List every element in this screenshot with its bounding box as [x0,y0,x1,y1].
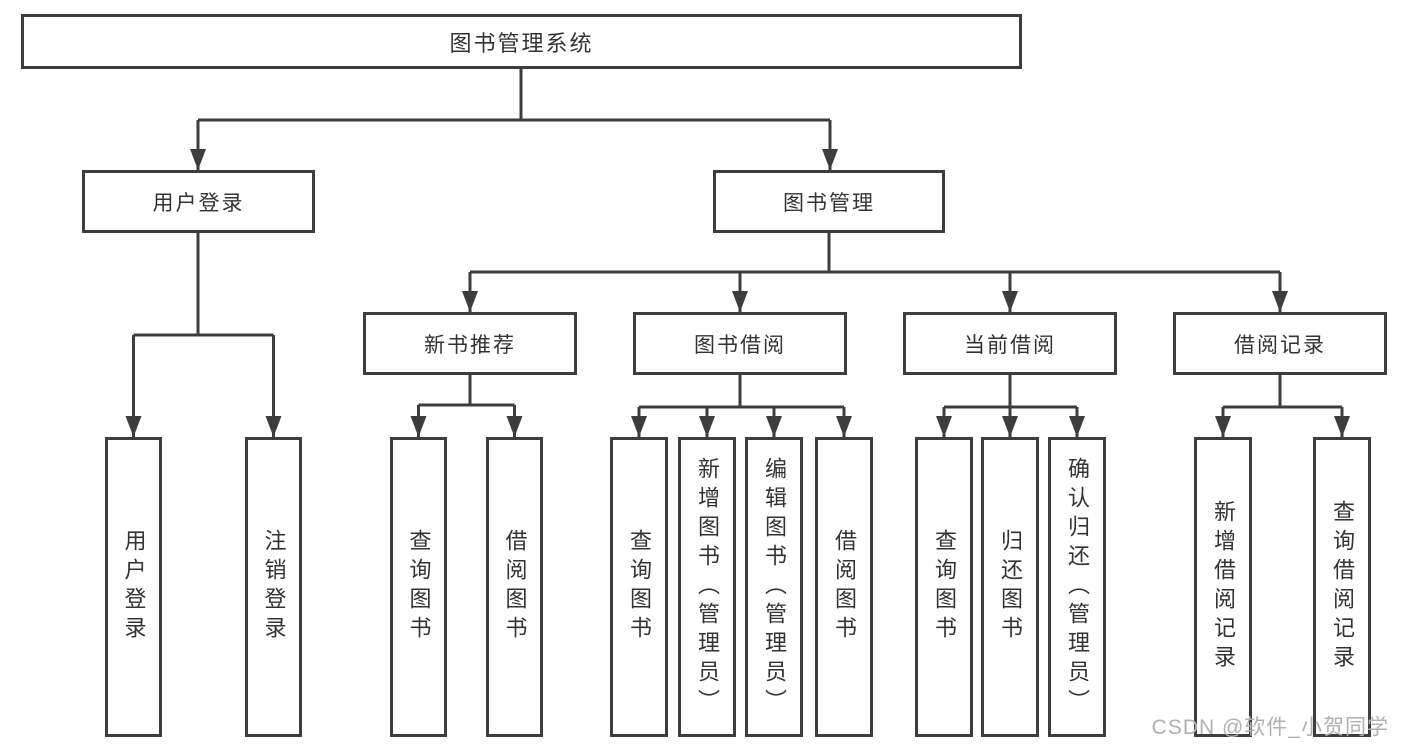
node-label: 编辑图书（管理员） [762,456,787,718]
leaf-user-login: 用户登录 [105,437,162,737]
node-label: 新书推荐 [424,333,516,357]
leaf-edit-book-admin: 编辑图书（管理员） [745,437,803,737]
node-label: 查询图书 [932,529,957,645]
leaf-query-borrow-record: 查询借阅记录 [1313,437,1371,737]
node-book-management: 图书管理 [713,170,945,233]
leaf-confirm-return-admin: 确认归还（管理员） [1048,437,1106,737]
node-current-borrowing: 当前借阅 [903,312,1117,375]
node-label: 注销登录 [261,529,287,645]
node-label: 图书管理系统 [449,30,594,56]
leaf-borrow-books-1: 借阅图书 [486,437,543,737]
csdn-watermark: CSDN @软件_小贺同学 [1151,716,1389,739]
leaf-query-books-3: 查询图书 [915,437,973,737]
node-label: 借阅图书 [832,529,857,645]
node-label: 查询图书 [627,529,652,645]
node-library-management-system: 图书管理系统 [21,14,1022,69]
leaf-query-books-2: 查询图书 [610,437,668,737]
node-user-login: 用户登录 [82,170,315,233]
node-label: 用户登录 [152,191,245,215]
leaf-return-book: 归还图书 [981,437,1039,737]
node-label: 图书借阅 [694,333,786,357]
connectors [125,69,1350,437]
node-label: 当前借阅 [964,333,1056,357]
leaf-logout: 注销登录 [245,437,302,737]
leaf-add-book-admin: 新增图书（管理员） [678,437,736,737]
node-new-book-recommendation: 新书推荐 [363,312,577,375]
leaf-add-borrow-record: 新增借阅记录 [1194,437,1252,737]
node-book-borrowing: 图书借阅 [633,312,847,375]
node-label: 新增图书（管理员） [695,456,720,718]
node-label: 查询图书 [406,529,432,645]
leaf-query-books-1: 查询图书 [390,437,447,737]
node-label: 归还图书 [998,529,1023,645]
leaf-borrow-books-2: 借阅图书 [815,437,873,737]
node-label: 图书管理 [783,191,875,215]
node-label: 确认归还（管理员） [1065,456,1090,718]
node-label: 借阅记录 [1234,333,1326,357]
node-label: 查询借阅记录 [1330,500,1355,674]
node-label: 用户登录 [121,529,147,645]
node-label: 新增借阅记录 [1211,500,1236,674]
node-label: 借阅图书 [502,529,528,645]
node-borrowing-records: 借阅记录 [1173,312,1387,375]
